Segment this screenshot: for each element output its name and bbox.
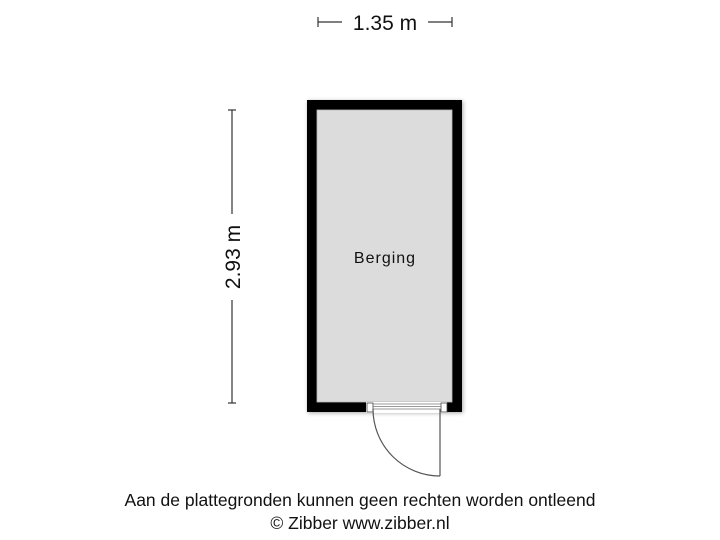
door-swing-arc <box>372 408 441 477</box>
room-label-berging: Berging <box>354 250 416 267</box>
height-dimension: 2.93 m <box>222 109 245 404</box>
room-floor <box>316 109 453 403</box>
door <box>366 402 448 477</box>
room-berging <box>307 100 462 412</box>
width-dimension: 1.35 m <box>317 12 453 35</box>
copyright-text: © Zibber www.zibber.nl <box>270 513 450 533</box>
disclaimer-text: Aan de plattegronden kunnen geen rechten… <box>124 490 596 510</box>
height-dimension-label: 2.93 m <box>222 225 245 289</box>
width-dimension-label: 1.35 m <box>353 12 417 35</box>
